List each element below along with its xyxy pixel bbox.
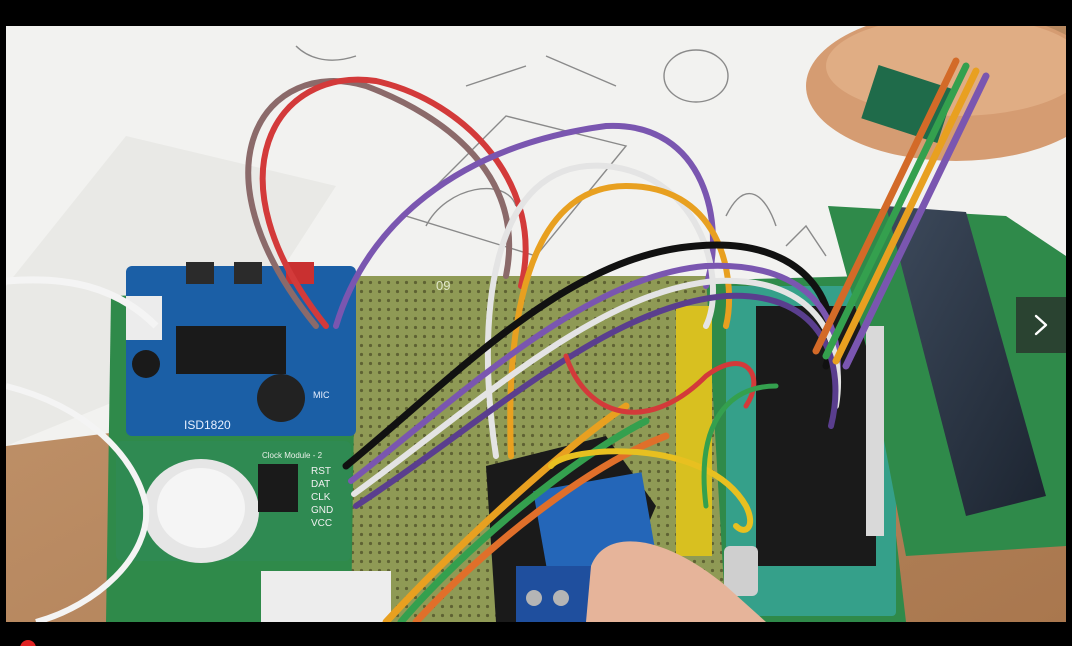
chevron-right-icon xyxy=(1034,314,1048,336)
push-button-1 xyxy=(186,262,214,284)
pin-rst-label: RST xyxy=(311,466,331,477)
microphone xyxy=(257,374,305,422)
perfboard-mark: 09 xyxy=(436,278,450,293)
pin-clk-label: CLK xyxy=(311,492,331,503)
pin-dat-label: DAT xyxy=(311,479,330,490)
jumper-wires xyxy=(245,57,990,622)
pin-gnd-label: GND xyxy=(311,505,333,516)
white-cable-1 xyxy=(6,276,159,329)
bottom-letterbox xyxy=(0,622,1072,646)
pencil-sketch xyxy=(295,45,827,257)
chip-label: ISD1820 xyxy=(184,418,231,432)
terminal-screw-1 xyxy=(526,590,542,606)
white-cable-2 xyxy=(6,383,150,622)
circuit-photo: 09 ISD1820 MIC Clock Module - 2 RST DAT … xyxy=(6,26,1066,622)
lcd-pins xyxy=(866,326,884,536)
push-button-2 xyxy=(234,262,262,284)
next-button[interactable] xyxy=(1016,297,1066,353)
sensor-module xyxy=(861,65,955,143)
rtc-chip xyxy=(258,464,298,512)
clock-module-label: Clock Module - 2 xyxy=(262,451,323,460)
mic-label: MIC xyxy=(313,390,330,400)
lcd-screen xyxy=(886,206,1046,516)
record-indicator-icon xyxy=(20,640,36,646)
crystal xyxy=(724,546,758,596)
coin-battery xyxy=(157,468,245,548)
header-strip xyxy=(676,306,712,556)
capacitor xyxy=(132,350,160,378)
finger xyxy=(586,541,766,622)
photo-frame: 09 ISD1820 MIC Clock Module - 2 RST DAT … xyxy=(6,26,1066,622)
white-connector xyxy=(261,571,391,622)
ic-chip xyxy=(176,326,286,374)
terminal-screw-2 xyxy=(553,590,569,606)
top-letterbox xyxy=(0,0,1072,26)
pin-vcc-label: VCC xyxy=(311,518,332,529)
